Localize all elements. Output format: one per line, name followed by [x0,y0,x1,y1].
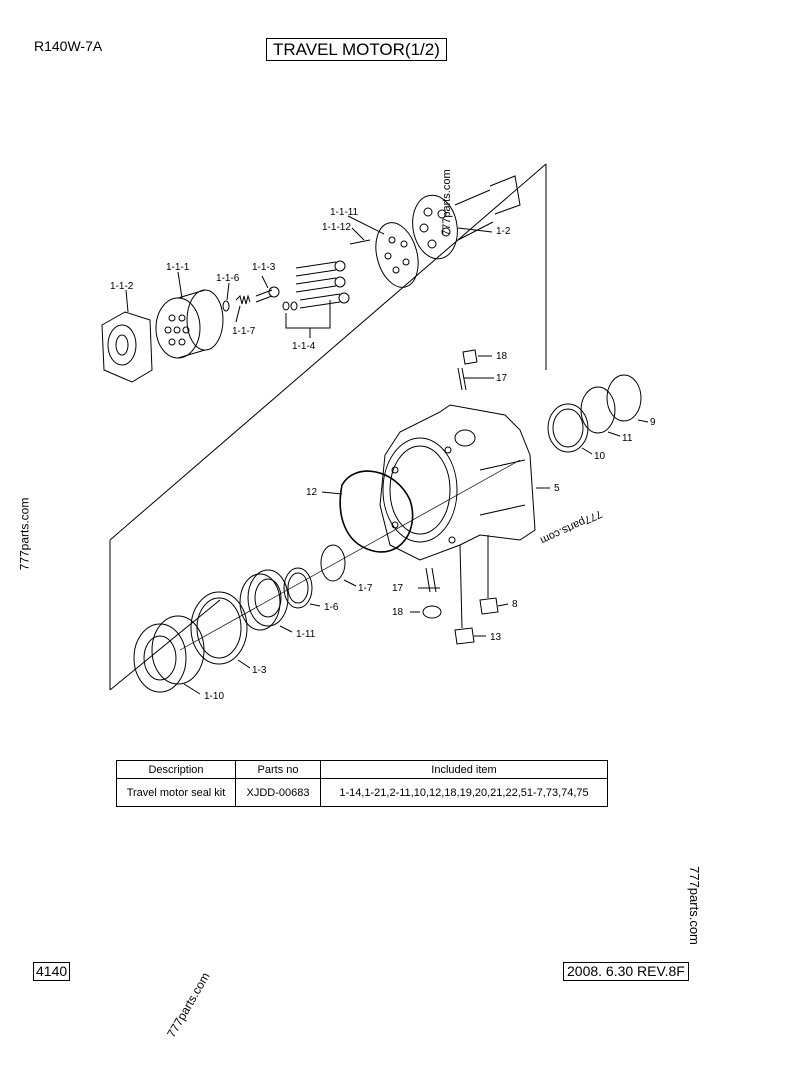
page-number: 4140 [33,962,71,981]
table-cell-description: Travel motor seal kit [116,778,236,807]
retainer-plate-part [375,222,419,288]
frame-line [109,599,221,691]
table-cell-parts-no: XJDD-00683 [235,778,321,807]
callout-1-10: 1-10 [204,691,224,702]
revision-label: 2008. 6.30 REV.8F [563,962,689,981]
callout-1-1-12: 1-1-12 [322,222,351,233]
callout-18: 18 [496,351,508,362]
snap-ring-part [606,374,642,422]
motor-housing-part [379,404,536,561]
column-header-parts-no: Parts no [235,760,321,779]
callout-1-1-2: 1-1-2 [110,281,134,292]
callout-1-6: 1-6 [324,602,339,613]
watermark-left: 777parts.com [17,497,32,571]
model-label: R140W-7A [34,38,103,54]
column-header-included-item: Included item [320,760,608,779]
callout-1-1-11: 1-1-11 [330,207,359,218]
bearing-part [239,569,289,631]
callout-1-1-7: 1-1-7 [232,326,256,337]
ring-part [580,386,616,434]
ring-part [283,567,313,609]
cylinder-block-part [155,289,224,359]
callout-1-2: 1-2 [496,226,511,237]
pin-part [255,289,273,303]
callout-13: 13 [490,632,502,643]
callout-17-lower: 17 [392,583,404,594]
screw-part [349,239,371,245]
callout-8: 8 [512,599,518,610]
callout-1-1-6: 1-1-6 [216,273,240,284]
page-title: TRAVEL MOTOR(1/2) [266,38,447,61]
callout-1-1-3: 1-1-3 [252,262,276,273]
o-ring-part [339,470,414,553]
callout-18-lower: 18 [392,607,404,618]
watermark-top: 777parts.com [441,169,453,236]
plug-part [479,597,499,615]
frame-line [109,163,547,541]
bolt-part [457,367,467,391]
seal-part [190,591,248,665]
column-header-description: Description [116,760,236,779]
plug-part [422,605,442,619]
callout-1-3: 1-3 [252,665,267,676]
washer-part [222,300,230,312]
taper-bearing-part [133,615,205,693]
callout-11: 11 [622,433,633,444]
snap-ring-part [320,544,346,582]
plug-part [454,627,475,645]
callout-1-11: 1-11 [296,629,316,640]
callout-1-7: 1-7 [358,583,373,594]
drive-shaft-part [412,175,521,260]
callout-1-1-4: 1-1-4 [292,341,316,352]
callout-1-1-1: 1-1-1 [166,262,190,273]
callout-9: 9 [650,417,656,428]
table-row: Travel motor seal kit XJDD-00683 1-14,1-… [116,778,608,807]
callout-10: 10 [594,451,606,462]
watermark-center: 777parts.com [538,507,603,546]
callout-12: 12 [306,487,318,498]
piston-set-part [282,260,350,338]
spring-part [235,294,251,305]
seal-kit-table: Description Parts no Included item Trave… [116,760,608,807]
watermark-right: 777parts.com [686,866,702,945]
table-cell-included-item: 1-14,1-21,2-11,10,12,18,19,20,21,22,51-7… [320,778,608,807]
callout-17: 17 [496,373,508,384]
plug-part [462,349,478,365]
seal-ring-part [547,403,589,453]
table-header-row: Description Parts no Included item [116,760,608,779]
valve-plate-part [101,311,153,383]
callout-5: 5 [554,483,560,494]
